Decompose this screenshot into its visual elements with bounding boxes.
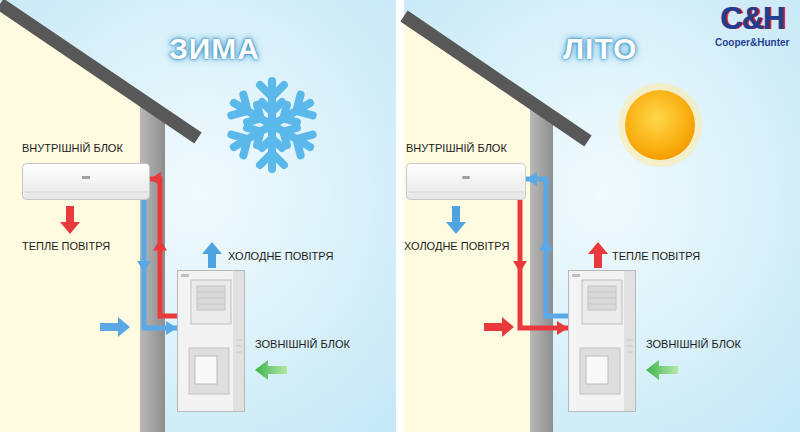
- house-wall: [530, 102, 553, 432]
- outdoor-unit: ЗОВНІШНІЙ БЛОК: [177, 270, 245, 412]
- season-title: ЗИМА: [169, 32, 260, 66]
- sun-glow: [618, 83, 702, 167]
- air-label: ТЕПЛЕ ПОВІТРЯ: [22, 240, 110, 253]
- flow-arrow: [484, 317, 514, 337]
- sky-ground: [0, 0, 396, 432]
- outdoor-unit-body: [568, 270, 636, 412]
- air-flow-arrow: [588, 242, 608, 268]
- season-title: ЛІТО: [563, 32, 637, 66]
- arrow-head: [166, 321, 177, 335]
- flow-direction-mark: [539, 240, 553, 251]
- outside-air-arrow: [255, 360, 287, 380]
- refrigerant-pipe: [150, 172, 177, 316]
- unit-label: ВНУТРІШНІЙ БЛОК: [406, 142, 507, 155]
- unit-label: ЗОВНІШНІЙ БЛОК: [255, 338, 350, 351]
- flow-arrow: [100, 317, 130, 337]
- refrigerant-pipe: [526, 172, 568, 316]
- arrow-head: [526, 172, 537, 186]
- unit-label: ВНУТРІШНІЙ БЛОК: [22, 142, 123, 155]
- refrigerant-pipe: [137, 200, 177, 335]
- air-label: ХОЛОДНЕ ПОВІТРЯ: [404, 240, 509, 253]
- air-flow-arrow: [446, 206, 466, 234]
- indoor-unit: ВНУТРІШНІЙ БЛОК: [406, 163, 526, 200]
- flow-direction-mark: [153, 240, 167, 251]
- arrow-head: [557, 321, 568, 335]
- pipe-line: [150, 179, 177, 316]
- room-interior: [404, 16, 530, 432]
- room-interior: [0, 4, 140, 432]
- pipe-line: [526, 179, 568, 316]
- outdoor-unit: ЗОВНІШНІЙ БЛОК: [568, 270, 636, 412]
- outside-air-arrow: [646, 360, 678, 380]
- arrow-head: [150, 172, 161, 186]
- house-roof: [0, 4, 198, 138]
- air-flow-arrow: [60, 206, 80, 234]
- outdoor-unit-body: [177, 270, 245, 412]
- brand-name: Cooper&Hunter: [715, 37, 789, 49]
- unit-label: ЗОВНІШНІЙ БЛОК: [646, 338, 741, 351]
- flow-direction-mark: [137, 261, 151, 272]
- air-label: ТЕПЛЕ ПОВІТРЯ: [612, 250, 700, 263]
- air-flow-arrow: [202, 242, 222, 268]
- sun-icon: [625, 90, 695, 160]
- indoor-unit: ВНУТРІШНІЙ БЛОК: [22, 163, 150, 200]
- brand-logo: C&H: [720, 2, 784, 36]
- indoor-unit-body: [22, 163, 150, 200]
- house-roof: [404, 16, 588, 141]
- indoor-unit-body: [406, 163, 526, 200]
- air-label: ХОЛОДНЕ ПОВІТРЯ: [228, 250, 333, 263]
- summer-panel: ЛІТО ВНУТРІШНІЙ БЛОК ЗОВНІШНІЙ БЛОК: [404, 0, 800, 432]
- sky-ground: [404, 0, 800, 432]
- winter-panel: ЗИМА ВНУТРІШНІЙ БЛОК ЗОВНІШНІЙ БЛОК: [0, 0, 396, 432]
- flow-direction-mark: [513, 261, 527, 272]
- snowflake-icon: [228, 81, 316, 169]
